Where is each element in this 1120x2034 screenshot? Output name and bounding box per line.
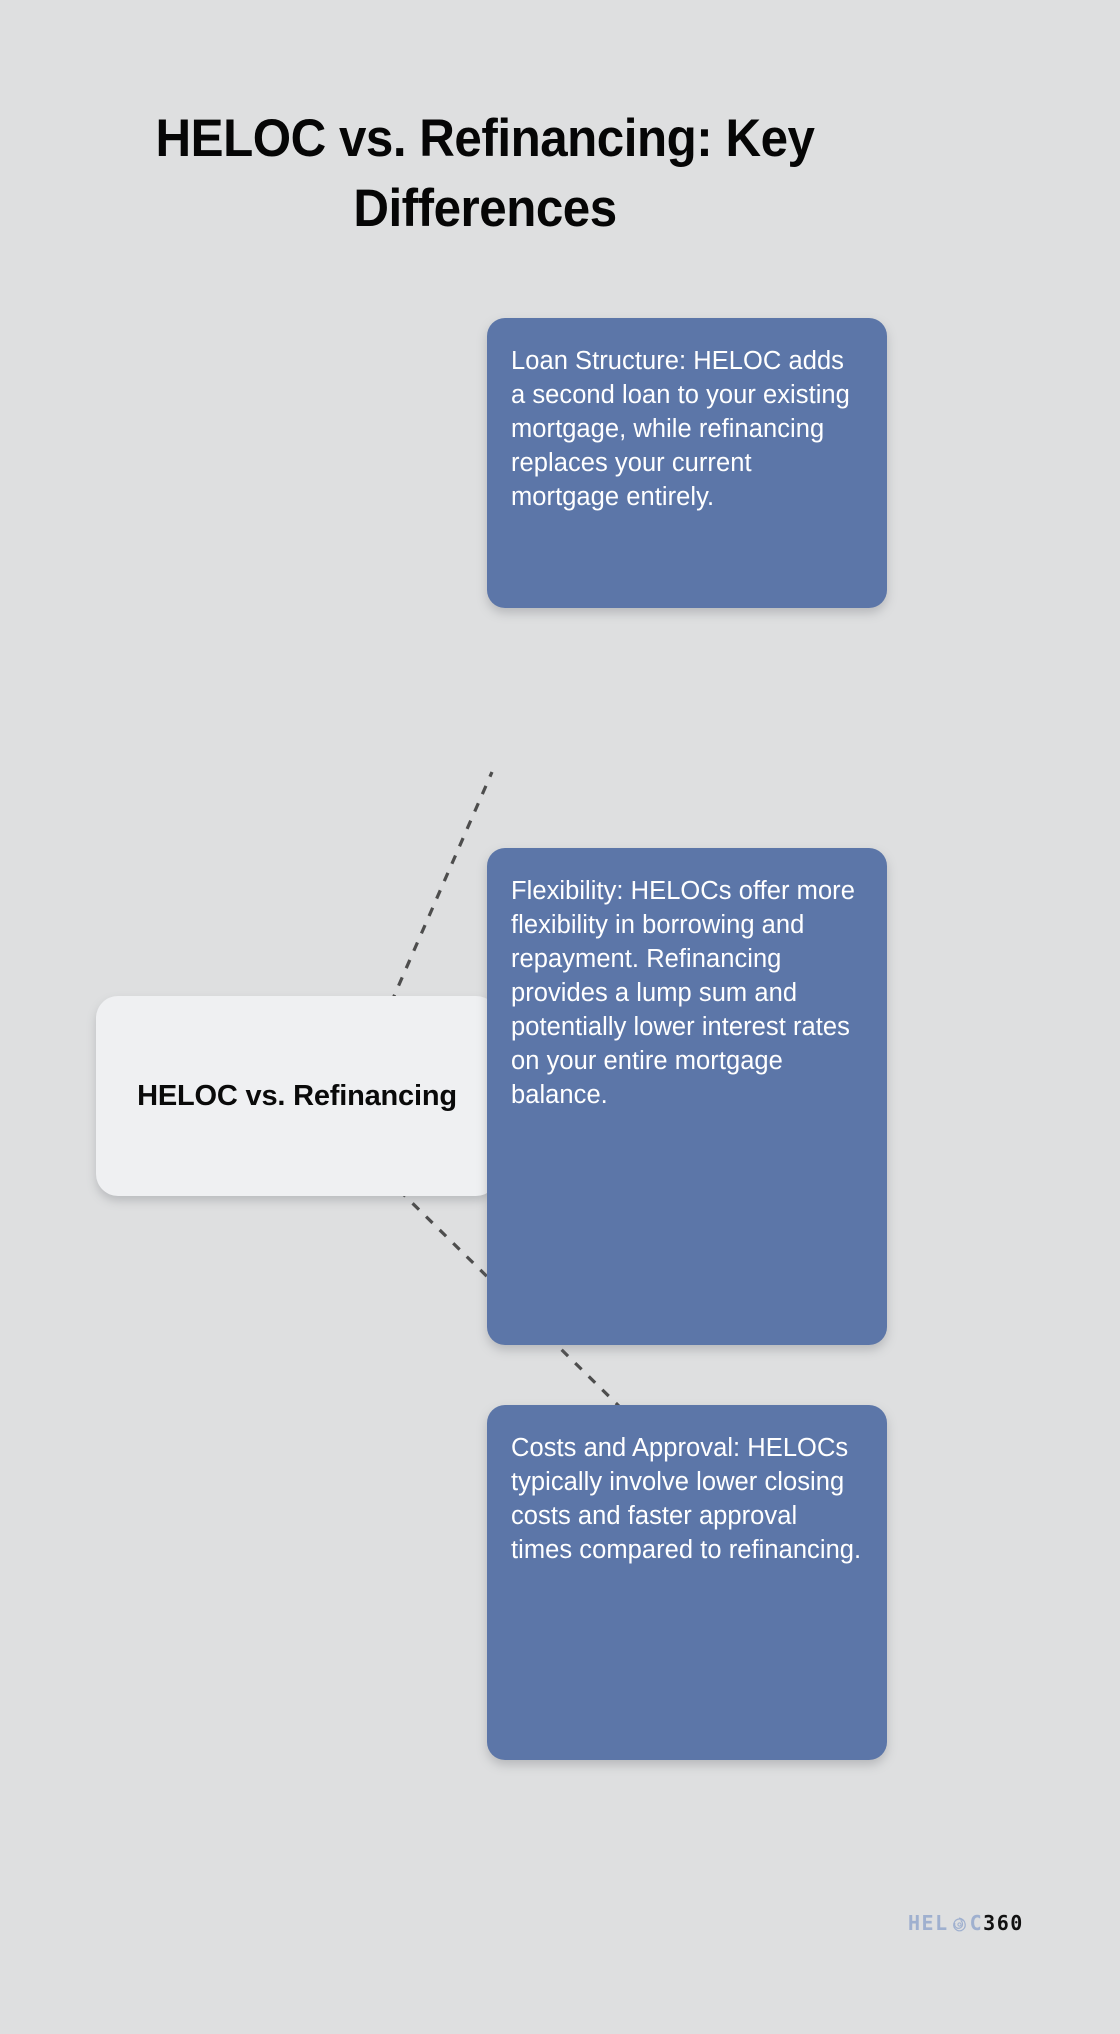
page-title: HELOC vs. Refinancing: Key Differences xyxy=(155,109,815,239)
branch-card-text: Flexibility: HELOCs offer more flexibili… xyxy=(511,877,855,1110)
branch-card-text: Costs and Approval: HELOCs typically inv… xyxy=(511,1434,862,1565)
logo-text-number: 360 xyxy=(983,1911,1024,1935)
branch-card-text: Loan Structure: HELOC adds a second loan… xyxy=(511,347,850,512)
logo-text-primary: HEL xyxy=(908,1911,949,1935)
center-node[interactable]: HELOC vs. Refinancing xyxy=(96,996,498,1196)
heloc360-logo[interactable]: HEL C 360 xyxy=(908,1908,1024,1938)
center-node-label: HELOC vs. Refinancing xyxy=(137,1079,457,1112)
branch-card-loan-structure[interactable]: Loan Structure: HELOC adds a second loan… xyxy=(487,318,887,608)
branch-card-costs-and-approval[interactable]: Costs and Approval: HELOCs typically inv… xyxy=(487,1405,887,1760)
logo-text-secondary: C xyxy=(969,1911,984,1935)
branch-card-flexibility[interactable]: Flexibility: HELOCs offer more flexibili… xyxy=(487,848,887,1345)
connector-line-branch-1 xyxy=(389,771,494,1004)
pinwheel-icon xyxy=(950,1915,969,1934)
